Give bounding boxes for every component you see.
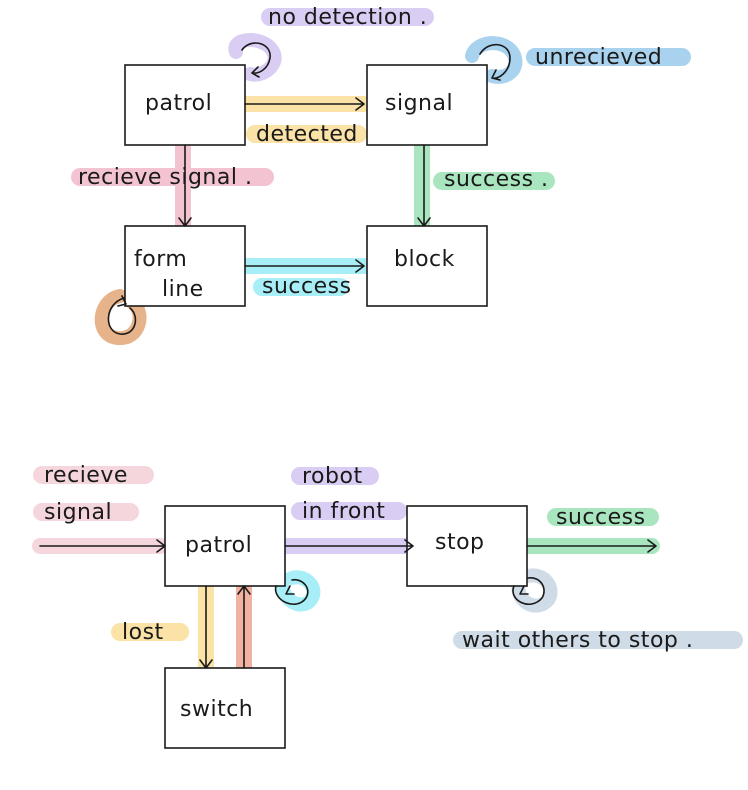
node-patrol-2-label: patrol	[185, 533, 252, 558]
node-block-label: block	[394, 247, 455, 272]
arrow-detected	[244, 97, 365, 111]
edge-label-success-2: success	[262, 274, 352, 299]
node-patrol-box	[124, 64, 246, 146]
arrow-recieve-signal	[178, 144, 192, 227]
arrow-lost	[199, 585, 213, 669]
arrow-success-2	[526, 539, 657, 553]
node-signal-box	[366, 64, 488, 146]
node-patrol-2-box	[164, 505, 286, 587]
node-formline-label-2: line	[162, 277, 204, 302]
edge-label-no-detection: no detection .	[268, 5, 427, 30]
edge-label-success-1: success .	[444, 167, 549, 192]
node-formline-box	[124, 225, 246, 307]
edge-label-wait-others: wait others to stop .	[462, 628, 693, 653]
node-patrol-label: patrol	[145, 91, 212, 116]
highlight-formline-loop	[94, 289, 147, 345]
loop-arrow-patrol-2	[274, 578, 309, 605]
highlight-signal-loop	[465, 36, 523, 84]
node-switch-box	[164, 667, 286, 749]
edge-label-recieve-signal: recieve signal .	[78, 165, 252, 190]
node-stop-label: stop	[435, 530, 485, 555]
edge-label-recieve: recieve	[44, 463, 128, 488]
arrow-recieve-signal-2	[39, 539, 166, 553]
loop-arrow-signal	[479, 43, 511, 81]
edge-label-robot: robot	[302, 464, 363, 489]
arrow-success-formline-block	[244, 259, 365, 273]
loop-arrow-stop	[512, 577, 545, 605]
edge-label-lost: lost	[122, 620, 164, 645]
diagram-2: patrol stop switch recieve signal robot …	[32, 463, 743, 749]
arrow-success-signal-block	[417, 144, 431, 227]
node-formline-label-1: form	[134, 247, 187, 272]
loop-arrow-formline	[107, 295, 137, 335]
arrow-robot-in-front	[284, 539, 414, 553]
loop-arrow-patrol	[241, 42, 271, 78]
edge-label-unrecieved: unrecieved	[535, 45, 662, 70]
diagram-1: patrol signal form line block no detecti…	[71, 5, 691, 345]
node-switch-label: switch	[180, 697, 253, 722]
edge-label-signal: signal	[44, 500, 112, 525]
edge-label-success-3: success	[556, 505, 646, 530]
highlight-patrol-loop	[228, 33, 282, 82]
edge-label-detected: detected	[256, 122, 358, 147]
highlight-patrol-loop-2	[274, 570, 321, 612]
node-block-box	[366, 225, 488, 307]
edge-label-in-front: in front	[302, 499, 385, 524]
arrow-switch-back	[237, 585, 251, 669]
node-signal-label: signal	[385, 91, 453, 116]
